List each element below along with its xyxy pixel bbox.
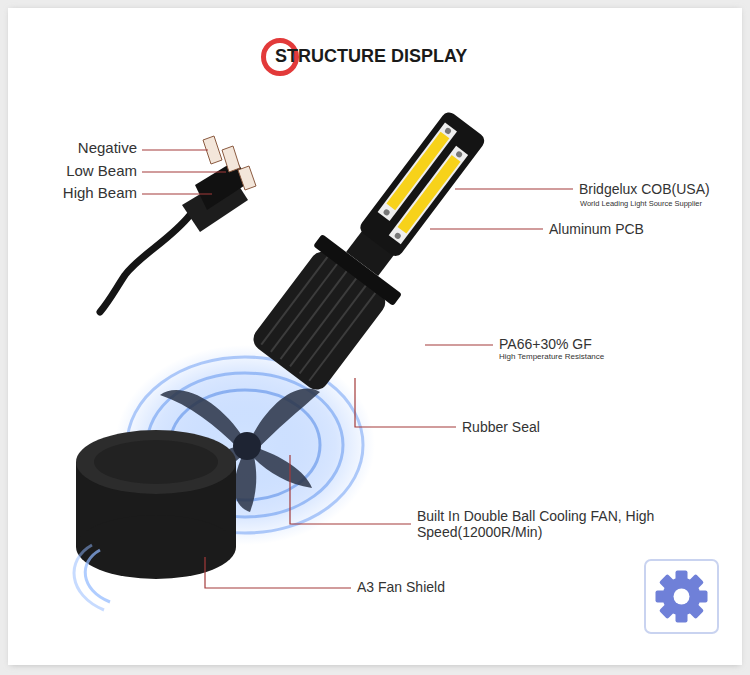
pin-label: High Beam <box>63 184 137 202</box>
pin-label: Negative <box>78 139 137 157</box>
part-label: Rubber Seal <box>462 419 540 436</box>
diagram-title: STRUCTURE DISPLAY <box>275 46 467 68</box>
part-label: Bridgelux COB(USA) <box>579 181 710 198</box>
part-note: World Leading Light Source Supplier <box>580 199 702 208</box>
part-label: PA66+30% GF <box>499 336 592 353</box>
gear-icon <box>645 560 718 633</box>
part-label: Aluminum PCB <box>549 221 644 238</box>
part-label: A3 Fan Shield <box>357 579 445 596</box>
part-note: High Temperature Resistance <box>499 352 604 362</box>
part-label: Built In Double Ball Cooling FAN, High S… <box>417 508 667 540</box>
pin-label: Low Beam <box>66 162 137 180</box>
